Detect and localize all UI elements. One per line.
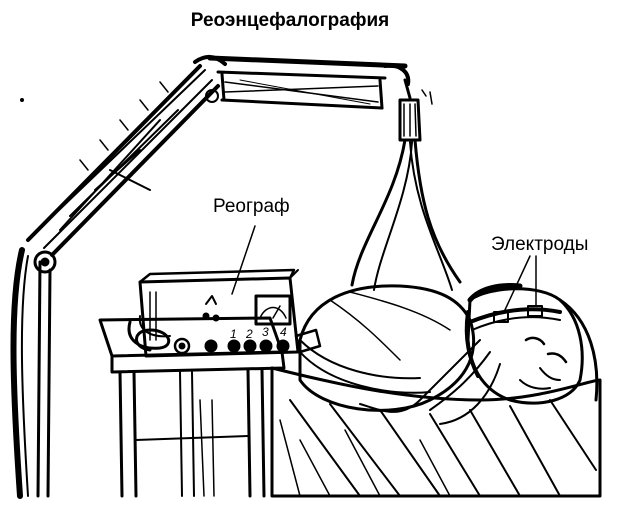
- table: [98, 315, 286, 498]
- patient-bed: [270, 255, 602, 498]
- stand-arm: [10, 55, 462, 499]
- rheograph-device: 1 2 3 4: [138, 225, 300, 358]
- page-title: Реоэнцефалография: [190, 10, 390, 31]
- channel-label-3: 3: [262, 325, 269, 339]
- channel-label-2: 2: [245, 327, 253, 341]
- channel-label-1: 1: [230, 327, 237, 341]
- device-label: Реограф: [213, 196, 290, 217]
- electrodes-label: Электроды: [491, 234, 589, 255]
- stray-dot: [20, 98, 24, 102]
- channel-label-4: 4: [280, 325, 287, 339]
